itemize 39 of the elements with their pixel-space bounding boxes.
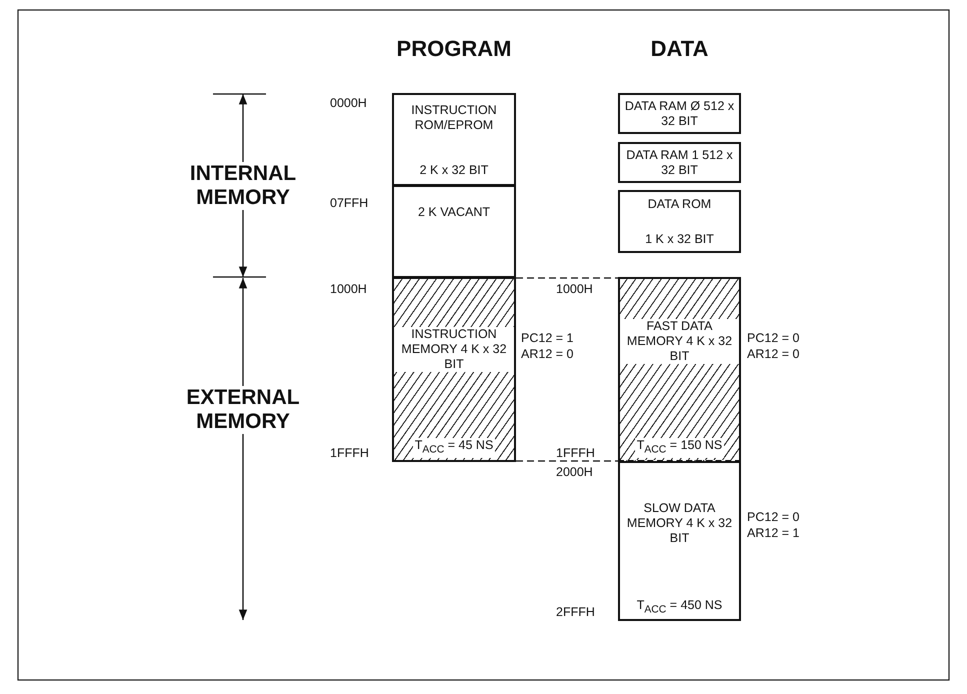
- memory-block: [392, 185, 516, 278]
- block-label: INSTRUCTION MEMORY 4 K x 32 BIT: [394, 327, 514, 372]
- size-label: T$_{ACC}$ = 150 NS: [634, 438, 724, 458]
- block-label: SLOW DATA MEMORY 4 K x 32 BIT: [626, 501, 734, 546]
- column-heading: DATA: [650, 36, 710, 62]
- memory-block: [618, 93, 741, 134]
- block-label: FAST DATA MEMORY 4 K x 32 BIT: [620, 319, 739, 364]
- address-label: 1FFFH: [556, 446, 595, 460]
- hatched-memory-block: [392, 277, 516, 462]
- size-label: 2 K x 32 BIT: [418, 163, 490, 178]
- signal-label: AR12 = 0: [521, 347, 574, 362]
- memory-block: [618, 461, 741, 621]
- signal-label: AR12 = 0: [747, 347, 800, 362]
- block-label: 2 K VACANT: [416, 205, 491, 220]
- signal-label: AR12 = 1: [747, 526, 800, 541]
- signal-label: PC12 = 0: [747, 510, 800, 525]
- size-label: T$_{ACC}$ = 45 NS: [412, 438, 496, 458]
- address-label: 1FFFH: [330, 446, 369, 460]
- block-label: DATA ROM: [646, 197, 712, 212]
- block-label: DATA RAM 1 512 x 32 BIT: [625, 148, 734, 178]
- address-label: 2FFFH: [556, 605, 595, 619]
- block-label: INSTRUCTION ROM/EPROM: [410, 103, 498, 133]
- hatched-memory-block: [618, 277, 741, 462]
- memory-block: [392, 93, 516, 186]
- size-label: T$_{ACC}$ = 450 NS: [636, 598, 724, 618]
- address-label: 1000H: [556, 282, 593, 296]
- address-label: 07FFH: [330, 196, 368, 210]
- memory-block: [618, 142, 741, 183]
- address-label: 1000H: [330, 282, 367, 296]
- connector-line: [516, 460, 618, 462]
- signal-label: PC12 = 1: [521, 331, 574, 346]
- connector-line: [516, 277, 618, 279]
- size-label: 1 K x 32 BIT: [644, 232, 715, 247]
- block-label: DATA RAM Ø 512 x 32 BIT: [624, 99, 736, 129]
- column-heading: PROGRAM: [396, 36, 512, 62]
- address-label: 2000H: [556, 465, 593, 479]
- signal-label: PC12 = 0: [747, 331, 800, 346]
- address-label: 0000H: [330, 96, 367, 110]
- memory-block: [618, 190, 741, 253]
